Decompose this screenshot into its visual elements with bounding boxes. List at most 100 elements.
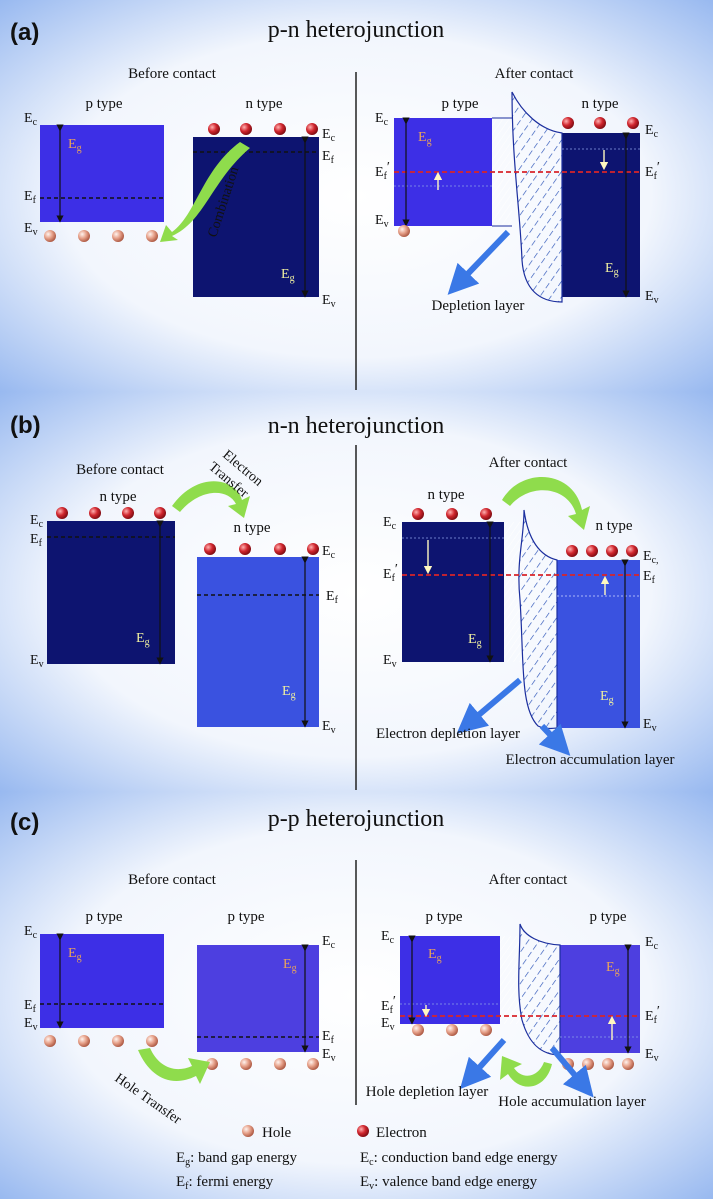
panel-b-title: n-n heterojunction <box>268 413 445 439</box>
panel-c-label: (c) <box>10 809 39 836</box>
panel-a-before-p-ef: Ef <box>24 189 37 206</box>
legend-electron-label: Electron <box>376 1125 427 1141</box>
panel-b-after-left-ec: Ec <box>383 515 397 532</box>
panel-c-after-left-ef: Ef′ <box>381 994 396 1016</box>
panel-b-label: (b) <box>10 412 41 439</box>
panel-a-before-p-ec: Ec <box>24 111 38 128</box>
panel-b-after-left-ev: Ev <box>383 653 397 670</box>
panel-b-before-right-ec: Ec <box>322 544 336 561</box>
panel-a-before-heading: Before contact <box>128 66 217 82</box>
panel-c-after-right-ec: Ec <box>645 935 659 952</box>
panel-a-before-n-ev: Ev <box>322 293 336 310</box>
legend-ec-entry: Ec: conduction band edge energy <box>360 1150 558 1168</box>
panel-b-electron-accumulation-label: Electron accumulation layer <box>505 752 674 768</box>
panel-c-before-right-ec: Ec <box>322 934 336 951</box>
panel-b-after-left-type: n type <box>427 487 464 503</box>
panel-c-before-left-ev: Ev <box>24 1016 38 1033</box>
panel-a-after-p-ef: Ef′ <box>375 160 390 182</box>
panel-b-after-heading: After contact <box>489 455 569 471</box>
panel-b-after-right-ef: Ef <box>643 569 656 586</box>
panel-c-after-left-ec: Ec <box>381 929 395 946</box>
panel-c-after-left-eg: Eg <box>428 947 442 964</box>
panel-c-before-right-ef: Ef <box>322 1029 335 1046</box>
panel-b-before-left-ec: Ec <box>30 513 44 530</box>
panel-b-after-right-type: n type <box>595 518 632 534</box>
legend-electron-icon <box>357 1125 369 1137</box>
panel-b-depletion-region <box>518 509 558 730</box>
panel-c-after-right-type: p type <box>589 909 626 925</box>
panel-a-after-heading: After contact <box>495 66 575 82</box>
panel-c-after-right-ef: Ef′ <box>645 1004 660 1026</box>
panel-b-after-left-ef: Ef′ <box>383 562 398 584</box>
panel-a-before-n-ec: Ec <box>322 127 336 144</box>
legend-eg-entry: Eg: band gap energy <box>176 1150 297 1168</box>
panel-c-hole-accumulation-label: Hole accumulation layer <box>498 1094 645 1110</box>
panel-b-after-right-band <box>557 560 640 728</box>
panel-a-after-n-ec: Ec <box>645 123 659 140</box>
panel-a-after-n-ef: Ef′ <box>645 160 660 182</box>
panel-a-before-p-eg: Eg <box>68 137 82 154</box>
panel-a-before-right-type: n type <box>245 96 282 112</box>
panel-b-electron-depletion-label: Electron depletion layer <box>376 726 520 742</box>
panel-c-before-right-ev: Ev <box>322 1047 336 1064</box>
panel-a-before-n-eg: Eg <box>281 267 295 284</box>
panel-c-after-left-ev: Ev <box>381 1016 395 1033</box>
legend-hole-label: Hole <box>262 1125 292 1141</box>
panel-b-before-left-band <box>47 521 175 664</box>
panel-b-after-right-ev: Ev <box>643 717 657 734</box>
panel-c-before-heading: Before contact <box>128 872 217 888</box>
panel-a-after-p-ev: Ev <box>375 213 389 230</box>
panel-a-depletion-region <box>511 91 563 303</box>
legend: Hole Electron Eg: band gap energy Ef: fe… <box>176 1125 558 1192</box>
panel-a-after-holes <box>398 225 410 237</box>
panel-a-combination-arrow <box>160 142 250 242</box>
panel-b: (b) n-n heterojunction Before contact n … <box>0 392 713 792</box>
panel-b-before-right-type: n type <box>233 520 270 536</box>
panel-b-after-right-eg: Eg <box>600 689 614 706</box>
panel-b-before-right-ev: Ev <box>322 719 336 736</box>
panel-b-after-left-band <box>402 522 504 662</box>
panel-b-before-left-ef: Ef <box>30 532 43 549</box>
panel-a-before-p-ev: Ev <box>24 221 38 238</box>
panel-a-before-n-band <box>193 137 319 297</box>
panel-c-after-right-eg: Eg <box>606 960 620 977</box>
panel-a-label: (a) <box>10 19 39 46</box>
panel-b-electron-transfer-arrow <box>172 481 250 518</box>
panel-c-hole-transfer-arrow <box>138 1048 210 1084</box>
panel-b-before-right-band <box>197 557 319 727</box>
panel-c-before-left-type: p type <box>85 909 122 925</box>
panel-b-before-right-ef: Ef <box>326 589 339 606</box>
panel-c-before-left-ef: Ef <box>24 998 37 1015</box>
panel-a-after-n-band <box>562 133 640 297</box>
panel-a-before-p-band <box>40 125 164 222</box>
panel-c-after-right-ev: Ev <box>645 1047 659 1064</box>
panel-b-before-left-type: n type <box>99 489 136 505</box>
panel-c-title: p-p heterojunction <box>268 806 445 832</box>
panel-b-before-left-eg: Eg <box>136 631 150 648</box>
panel-c-after-left-band <box>400 936 500 1024</box>
panel-a-after-p-ec: Ec <box>375 111 389 128</box>
panel-c-after-left-type: p type <box>425 909 462 925</box>
panel-a-depletion-label: Depletion layer <box>432 298 525 314</box>
panel-a-before-n-ef: Ef <box>322 149 335 166</box>
panel-b-after-right-ec: Ec, <box>643 549 659 566</box>
panel-c-depletion-region <box>518 923 561 1056</box>
panel-a-depletion-pointer <box>447 229 511 295</box>
panel-a-after-right-type: n type <box>581 96 618 112</box>
panel-b-after-transfer-arrow <box>502 477 590 530</box>
panel-a-after-n-ev: Ev <box>645 289 659 306</box>
panel-c-hole-depletion-label: Hole depletion layer <box>366 1084 488 1100</box>
panel-c-before-left-band <box>40 934 164 1028</box>
panel-c-before-right-eg: Eg <box>283 957 297 974</box>
panel-c-after-heading: After contact <box>489 872 569 888</box>
panel-a-title: p-n heterojunction <box>268 17 445 43</box>
panel-c-after-transfer-arrow <box>500 1056 552 1087</box>
panel-b-before-right-eg: Eg <box>282 684 296 701</box>
panel-c-before-right-band <box>197 945 319 1052</box>
legend-hole-icon <box>242 1125 254 1137</box>
panel-a-before-left-type: p type <box>85 96 122 112</box>
panel-a: (a) p-n heterojunction Before contact p … <box>0 0 713 392</box>
panel-c-before-right-type: p type <box>227 909 264 925</box>
